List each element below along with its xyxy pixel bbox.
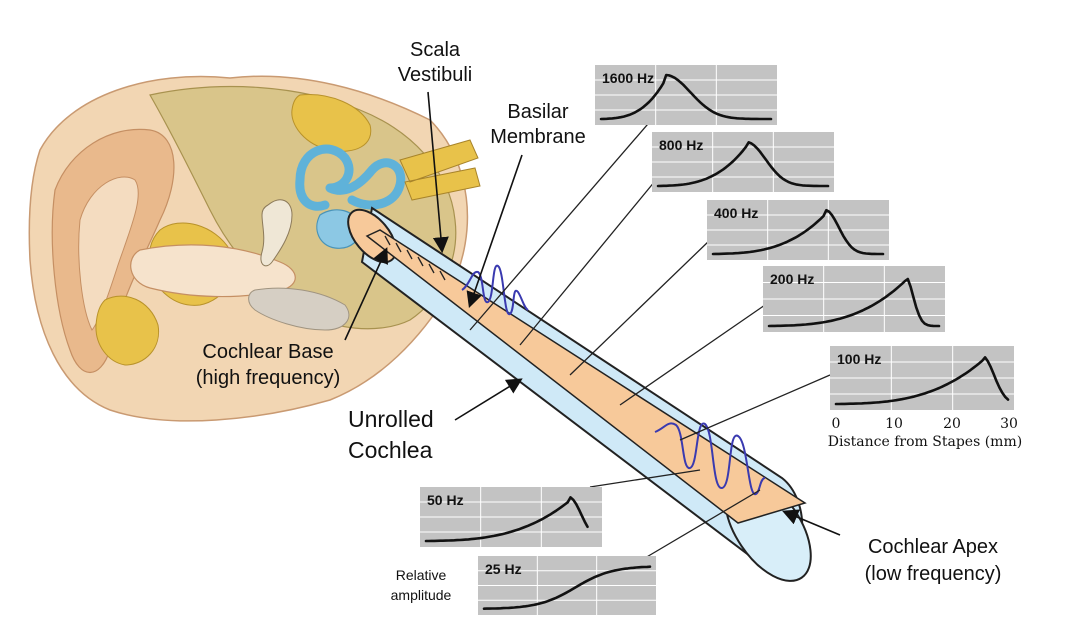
axis-tick-20: 20 xyxy=(943,416,961,432)
pinna-inner xyxy=(78,176,139,331)
travelling-wave-apex xyxy=(654,422,766,496)
soft-tissue-2 xyxy=(95,295,160,366)
ossicles xyxy=(260,199,293,267)
panel-400-hz: 400 Hz xyxy=(707,200,889,260)
label-base-line2: (high frequency) xyxy=(196,367,341,389)
panel-frequency-label: 50 Hz xyxy=(427,492,464,508)
panel-800-hz: 800 Hz xyxy=(652,132,834,192)
label-apex-line1: Cochlear Apex xyxy=(868,536,998,558)
axis-tick-30: 30 xyxy=(1000,416,1018,432)
label-scala-line1: Scala xyxy=(410,39,461,61)
panel-frequency-label: 1600 Hz xyxy=(602,70,654,86)
panel-100-hz: 100 Hz xyxy=(830,346,1014,410)
label-arrows xyxy=(344,91,841,536)
panel-response-curve xyxy=(482,565,652,611)
panel-200-hz: 200 Hz xyxy=(763,266,945,332)
arrow-scala-vestibuli xyxy=(427,91,449,254)
panel-response-curve xyxy=(767,277,941,328)
arrow-cochlear-base xyxy=(344,247,388,341)
semicircular-canals xyxy=(295,144,406,211)
panel-frequency-label: 400 Hz xyxy=(714,205,758,221)
arrow-unrolled-cochlea xyxy=(454,378,523,421)
label-basilar-line1: Basilar xyxy=(507,101,568,123)
label-relative-line1: Relative xyxy=(396,567,447,583)
label-unrolled-line2: Cochlea xyxy=(348,437,433,463)
label-relative-line2: amplitude xyxy=(391,587,452,603)
label-base-line1: Cochlear Base xyxy=(202,341,333,363)
label-apex-line2: (low frequency) xyxy=(865,563,1002,585)
arrow-cochlear-apex xyxy=(782,509,841,536)
auditory-nerve xyxy=(399,139,481,201)
panel-1600-hz: 1600 Hz xyxy=(595,65,777,125)
axis-title: Distance from Stapes (mm) xyxy=(828,434,1022,450)
distance-axis: 0 10 20 30 Distance from Stapes (mm) xyxy=(828,416,1022,450)
panel-50-hz: 50 Hz xyxy=(420,487,602,547)
panel-frequency-label: 200 Hz xyxy=(770,271,814,287)
arrow-basilar-membrane xyxy=(466,154,523,309)
label-basilar-line2: Membrane xyxy=(490,126,586,148)
panel-frequency-label: 800 Hz xyxy=(659,137,703,153)
axis-tick-10: 10 xyxy=(885,416,903,432)
membrane-stripes xyxy=(384,235,446,281)
middle-ear-region xyxy=(248,287,350,331)
panel-response-curve xyxy=(834,356,1010,406)
callout-lines xyxy=(469,109,831,559)
panel-response-curve xyxy=(599,73,773,121)
label-unrolled-line1: Unrolled xyxy=(348,406,434,432)
panel-frequency-label: 100 Hz xyxy=(837,351,881,367)
panel-25-hz: 25 Hz xyxy=(478,556,656,615)
panel-response-curve xyxy=(656,141,830,188)
travelling-wave-base xyxy=(461,264,529,316)
anatomy-labels: Scala Vestibuli Basilar Membrane Cochlea… xyxy=(196,39,1002,603)
panel-frequency-label: 25 Hz xyxy=(485,561,522,577)
panel-response-curve xyxy=(711,208,885,256)
axis-tick-0: 0 xyxy=(832,416,841,432)
label-scala-line2: Vestibuli xyxy=(398,64,473,86)
basilar-membrane-strip xyxy=(365,229,807,524)
panel-response-curve xyxy=(424,496,589,543)
frequency-response-panels: 1600 Hz 800 Hz 400 Hz 200 Hz 100 Hz 50 Hz 25 H… xyxy=(420,65,1014,615)
